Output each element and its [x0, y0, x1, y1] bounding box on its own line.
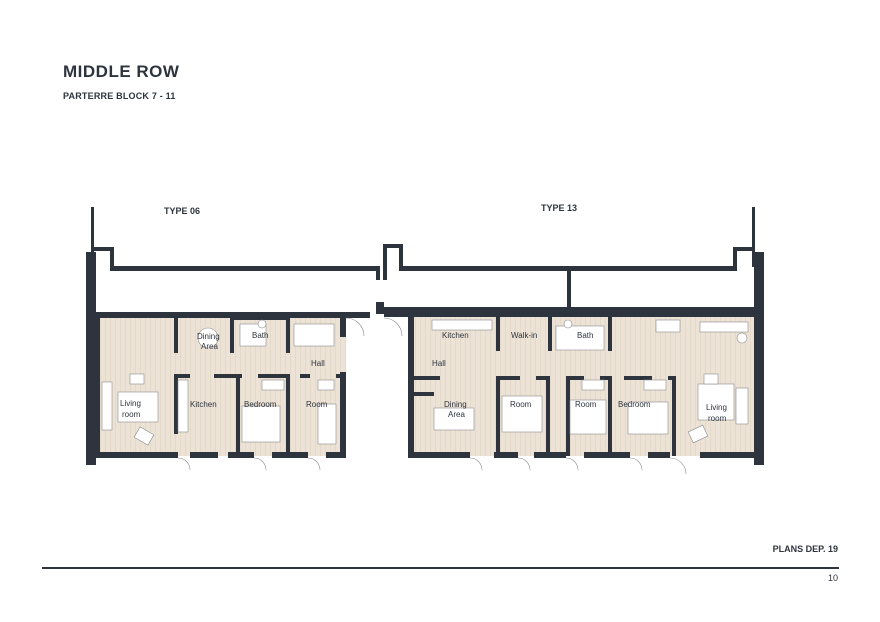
label-hall-06: Hall [311, 359, 325, 368]
label-living-room-06: Living [120, 399, 141, 408]
label-dining-area-13: Dining [444, 400, 467, 409]
type-06-walls [86, 252, 346, 465]
label-kitchen-13: Kitchen [442, 331, 469, 340]
label-room-13-a: Room [510, 400, 532, 409]
door-swings [177, 317, 687, 475]
page-title: MIDDLE ROW [63, 62, 180, 81]
label-walkin-13: Walk-in [511, 331, 537, 340]
structure-walls [91, 207, 756, 318]
label-hall-13: Hall [432, 359, 446, 368]
label-dining-area-06: Dining [197, 332, 220, 341]
type-13-walls [408, 252, 764, 465]
label-bath-06: Bath [252, 331, 268, 340]
label-dining-area-13-line2: Area [448, 410, 465, 419]
label-dining-area-06-line2: Area [201, 342, 218, 351]
type-06-label: TYPE 06 [164, 206, 201, 216]
footer-label: PLANS DEP. 19 [772, 544, 838, 554]
footer-divider [42, 567, 839, 569]
label-living-room-13: Living [706, 403, 727, 412]
label-bedroom-06: Bedroom [244, 400, 277, 409]
label-room-06: Room [306, 400, 328, 409]
label-living-room-06-line2: room [122, 410, 141, 419]
label-room-13-b: Room [575, 400, 597, 409]
label-bath-13: Bath [577, 331, 593, 340]
label-living-room-13-line2: room [708, 414, 727, 423]
label-kitchen-06: Kitchen [190, 400, 217, 409]
page-subtitle: PARTERRE BLOCK 7 - 11 [63, 91, 176, 101]
label-bedroom-13: Bedroom [618, 400, 651, 409]
type-13-label: TYPE 13 [541, 203, 578, 213]
furniture [101, 319, 749, 446]
page-number: 10 [827, 573, 838, 583]
